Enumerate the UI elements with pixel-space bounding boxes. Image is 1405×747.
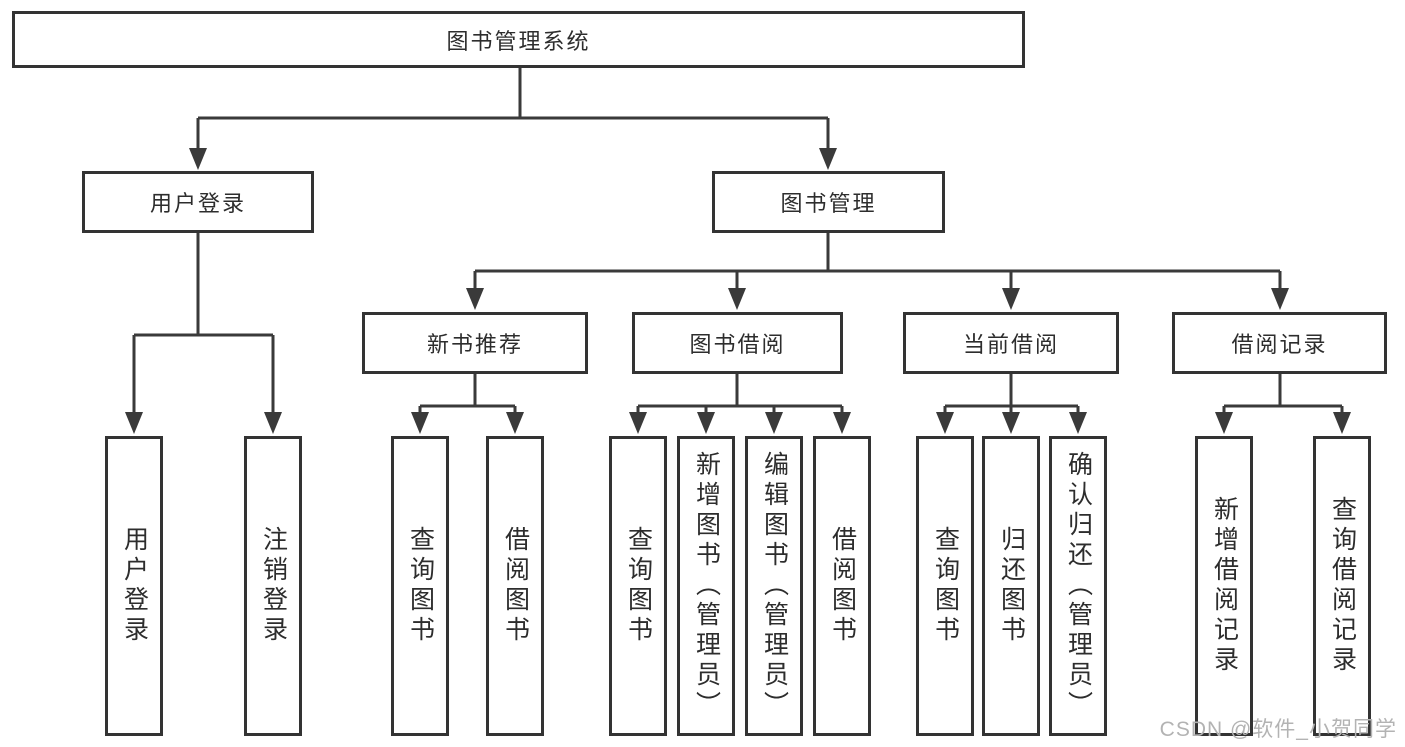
node-borrow-records: 借阅记录: [1172, 312, 1387, 374]
node-label: 图书管理: [780, 191, 877, 216]
arrowhead-icon: [189, 148, 207, 170]
arrowhead-icon: [819, 148, 837, 170]
node-user-login-leaf: 用户登录: [105, 436, 163, 736]
node-book-management-system: 图书管理系统: [12, 11, 1025, 68]
node-label: 查询图书: [624, 526, 653, 646]
node-borrow-books-2: 借阅图书: [813, 436, 871, 736]
node-label: 当前借阅: [962, 332, 1059, 357]
arrowhead-icon: [125, 412, 143, 434]
csdn-watermark: CSDN @软件_小贺同学: [1159, 718, 1397, 741]
node-add-borrow-record: 新增借阅记录: [1195, 436, 1253, 736]
node-label: 归还图书: [997, 526, 1026, 646]
node-borrow-books-1: 借阅图书: [486, 436, 544, 736]
node-label: 确认归还（管理员）: [1064, 451, 1093, 721]
arrowhead-icon: [1333, 412, 1351, 434]
arrowhead-icon: [506, 412, 524, 434]
node-query-books-1: 查询图书: [391, 436, 449, 736]
node-query-books-3: 查询图书: [916, 436, 974, 736]
arrowhead-icon: [1069, 412, 1087, 434]
arrowhead-icon: [411, 412, 429, 434]
node-add-book-admin: 新增图书（管理员）: [677, 436, 735, 736]
node-label: 查询图书: [406, 526, 435, 646]
node-query-books-2: 查询图书: [609, 436, 667, 736]
arrowhead-icon: [264, 412, 282, 434]
node-label: 新增图书（管理员）: [692, 451, 721, 721]
arrowhead-icon: [833, 412, 851, 434]
arrowhead-icon: [697, 412, 715, 434]
arrowhead-icon: [1002, 288, 1020, 310]
connector-new-book-to-leaves: [411, 373, 524, 434]
node-query-borrow-record: 查询借阅记录: [1313, 436, 1371, 736]
node-label: 借阅图书: [501, 526, 530, 646]
node-label: 借阅记录: [1231, 332, 1328, 357]
connector-book-management-to-level3: [466, 233, 1289, 310]
node-label: 查询借阅记录: [1328, 496, 1357, 676]
node-new-book-recommendation: 新书推荐: [362, 312, 588, 374]
connector-current-borrowing-to-leaves: [936, 373, 1087, 434]
node-label: 借阅图书: [828, 526, 857, 646]
node-user-login-branch: 用户登录: [82, 171, 314, 233]
node-label: 用户登录: [149, 191, 246, 216]
node-label: 新书推荐: [426, 332, 523, 357]
arrowhead-icon: [1002, 412, 1020, 434]
node-return-books: 归还图书: [982, 436, 1040, 736]
node-book-borrowing: 图书借阅: [632, 312, 843, 374]
arrowhead-icon: [1215, 412, 1233, 434]
arrowhead-icon: [765, 412, 783, 434]
node-label: 注销登录: [259, 526, 288, 646]
node-book-management-branch: 图书管理: [712, 171, 945, 233]
node-current-borrowing: 当前借阅: [903, 312, 1119, 374]
arrowhead-icon: [728, 288, 746, 310]
node-label: 新增借阅记录: [1210, 496, 1239, 676]
connector-borrow-records-to-leaves: [1215, 374, 1351, 434]
connector-user-login-to-leaves: [125, 233, 282, 434]
node-label: 查询图书: [931, 526, 960, 646]
node-edit-book-admin: 编辑图书（管理员）: [745, 436, 803, 736]
connector-book-borrowing-to-leaves: [629, 373, 851, 434]
node-logout-leaf: 注销登录: [244, 436, 302, 736]
arrowhead-icon: [466, 288, 484, 310]
node-confirm-return-admin: 确认归还（管理员）: [1049, 436, 1107, 736]
arrowhead-icon: [936, 412, 954, 434]
connector-root-to-level2: [189, 68, 837, 170]
arrowhead-icon: [629, 412, 647, 434]
node-label: 编辑图书（管理员）: [760, 451, 789, 721]
node-label: 用户登录: [120, 526, 149, 646]
node-label: 图书借阅: [689, 332, 786, 357]
arrowhead-icon: [1271, 288, 1289, 310]
node-label: 图书管理系统: [446, 28, 591, 54]
